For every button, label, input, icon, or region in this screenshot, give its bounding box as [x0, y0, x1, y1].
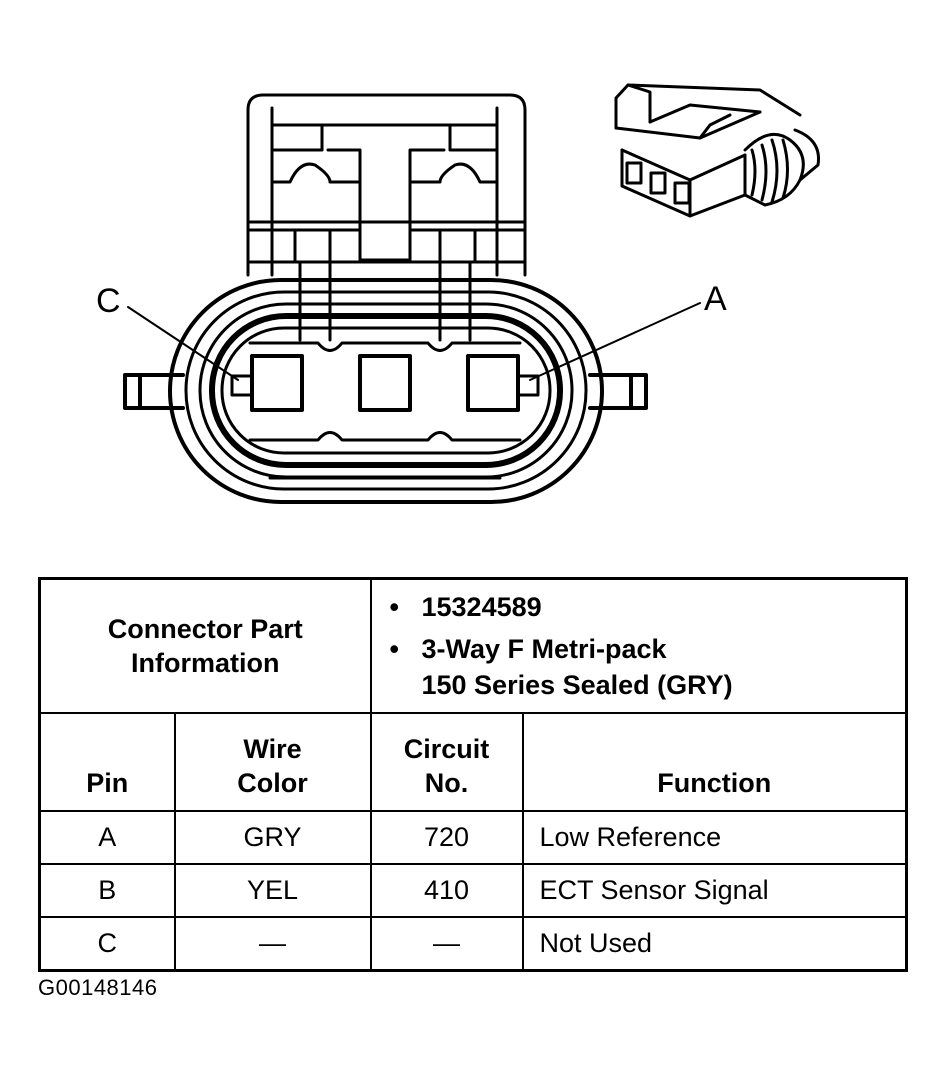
connector-diagram: C A [96, 83, 821, 504]
header-pin: Pin [38, 712, 176, 812]
header-wire-color-line1: Wire [243, 734, 302, 764]
header-function: Function [521, 712, 908, 812]
cavity-b [358, 354, 412, 412]
connector-side-ears [123, 373, 648, 410]
row-function: Not Used [521, 916, 908, 972]
connector-top-housing [246, 93, 527, 342]
part-info-row: Connector Part Information •15324589 •3-… [38, 577, 908, 714]
row-pin: A [38, 810, 176, 865]
connector-type-line2: 150 Series Sealed (GRY) [421, 670, 733, 700]
row-wire-color: — [173, 916, 372, 972]
connector-perspective-icon [614, 83, 821, 218]
connector-info-table: Connector Part Information •15324589 •3-… [38, 577, 908, 972]
cavity-a [466, 354, 520, 412]
figure-id: G00148146 [38, 975, 158, 1000]
row-circuit: — [369, 916, 524, 972]
part-info-label: Connector Part Information [107, 614, 303, 678]
header-wire-color-line2: Color [237, 768, 308, 798]
part-number-item: •15324589 [389, 592, 542, 622]
header-circuit-line1: Circuit [403, 734, 490, 764]
row-function: Low Reference [521, 810, 908, 865]
header-function-label: Function [657, 768, 772, 798]
header-circuit-line2: No. [424, 768, 469, 798]
pin-label-a: A [704, 280, 727, 318]
row-circuit: 410 [369, 863, 524, 918]
leader-line-c [127, 306, 239, 381]
row-circuit: 720 [369, 810, 524, 865]
part-info-label-cell: Connector Part Information [38, 577, 372, 714]
leader-line-a [529, 302, 701, 381]
table-row: B YEL 410 ECT Sensor Signal [38, 863, 908, 918]
part-number: 15324589 [421, 592, 542, 622]
row-pin: B [38, 863, 176, 918]
connector-type-line1: 3-Way F Metri-pack [421, 634, 667, 664]
pin-cavities [230, 354, 540, 412]
pin-label-c: C [96, 282, 121, 320]
table-row: A GRY 720 Low Reference [38, 810, 908, 865]
row-wire-color: GRY [173, 810, 372, 865]
cavity-c [250, 354, 304, 412]
row-pin: C [38, 916, 176, 972]
row-function: ECT Sensor Signal [521, 863, 908, 918]
table-row: C — — Not Used [38, 916, 908, 972]
header-pin-label: Pin [86, 768, 129, 798]
connector-oval-body [168, 278, 604, 504]
row-wire-color: YEL [173, 863, 372, 918]
